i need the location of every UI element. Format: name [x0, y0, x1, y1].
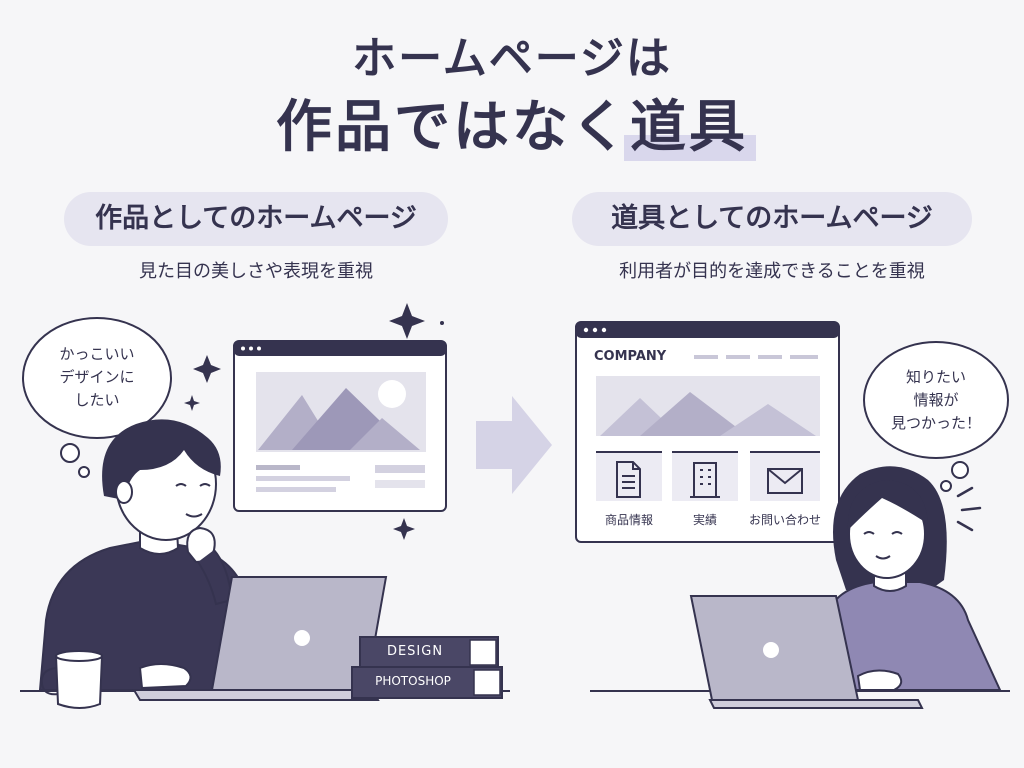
mug-illustration: [40, 650, 104, 709]
site-card-contact: お問い合わせ: [748, 513, 821, 527]
woman-illustration: [818, 466, 1002, 691]
excitement-marks: [956, 486, 982, 532]
books-illustration: [351, 636, 503, 699]
man-illustration: [38, 419, 254, 691]
book-spine-photoshop: PHOTOSHOP: [375, 674, 451, 688]
right-site-mock: [575, 321, 840, 543]
right-thought-bubble: [863, 341, 1009, 492]
left-thought-line-3: したい: [74, 391, 120, 409]
document-icon: [616, 461, 641, 498]
main-title-line2: 作品ではなく道具: [0, 82, 1024, 163]
right-subheading: 利用者が目的を達成できることを重視: [619, 261, 925, 282]
left-browser-mock: [233, 340, 447, 512]
right-heading-pill: 道具としてのホームページ: [572, 192, 972, 246]
building-icon: [690, 462, 720, 498]
right-thought-line-1: 知りたい: [905, 368, 966, 386]
site-card-products: 商品情報: [604, 513, 653, 527]
main-title-prefix: 作品ではなく: [276, 95, 630, 160]
site-card-achievements: 実績: [692, 513, 717, 527]
book-spine-design: DESIGN: [386, 644, 444, 659]
site-logo: COMPANY: [594, 349, 667, 364]
right-thought-line-3: 見つかった！: [890, 414, 981, 432]
main-title-line1: ホームページは: [352, 33, 672, 84]
left-thought-line-2: デザインに: [59, 368, 135, 386]
left-laptop: [132, 576, 388, 701]
mail-icon: [767, 468, 803, 494]
right-thought-line-2: 情報が: [913, 391, 959, 409]
left-subheading: 見た目の美しさや表現を重視: [139, 261, 373, 282]
left-thought-text: かっこいい デザインに したい: [33, 343, 161, 412]
arrow-right-icon: [476, 396, 552, 494]
right-laptop: [689, 595, 924, 709]
left-thought-bubble: [22, 317, 172, 478]
main-title-highlight: 道具: [624, 82, 756, 163]
right-thought-text: 知りたい 情報が 見つかった！: [872, 366, 1000, 435]
left-heading-pill: 作品としてのホームページ: [64, 192, 448, 246]
left-thought-line-1: かっこいい: [59, 345, 135, 363]
